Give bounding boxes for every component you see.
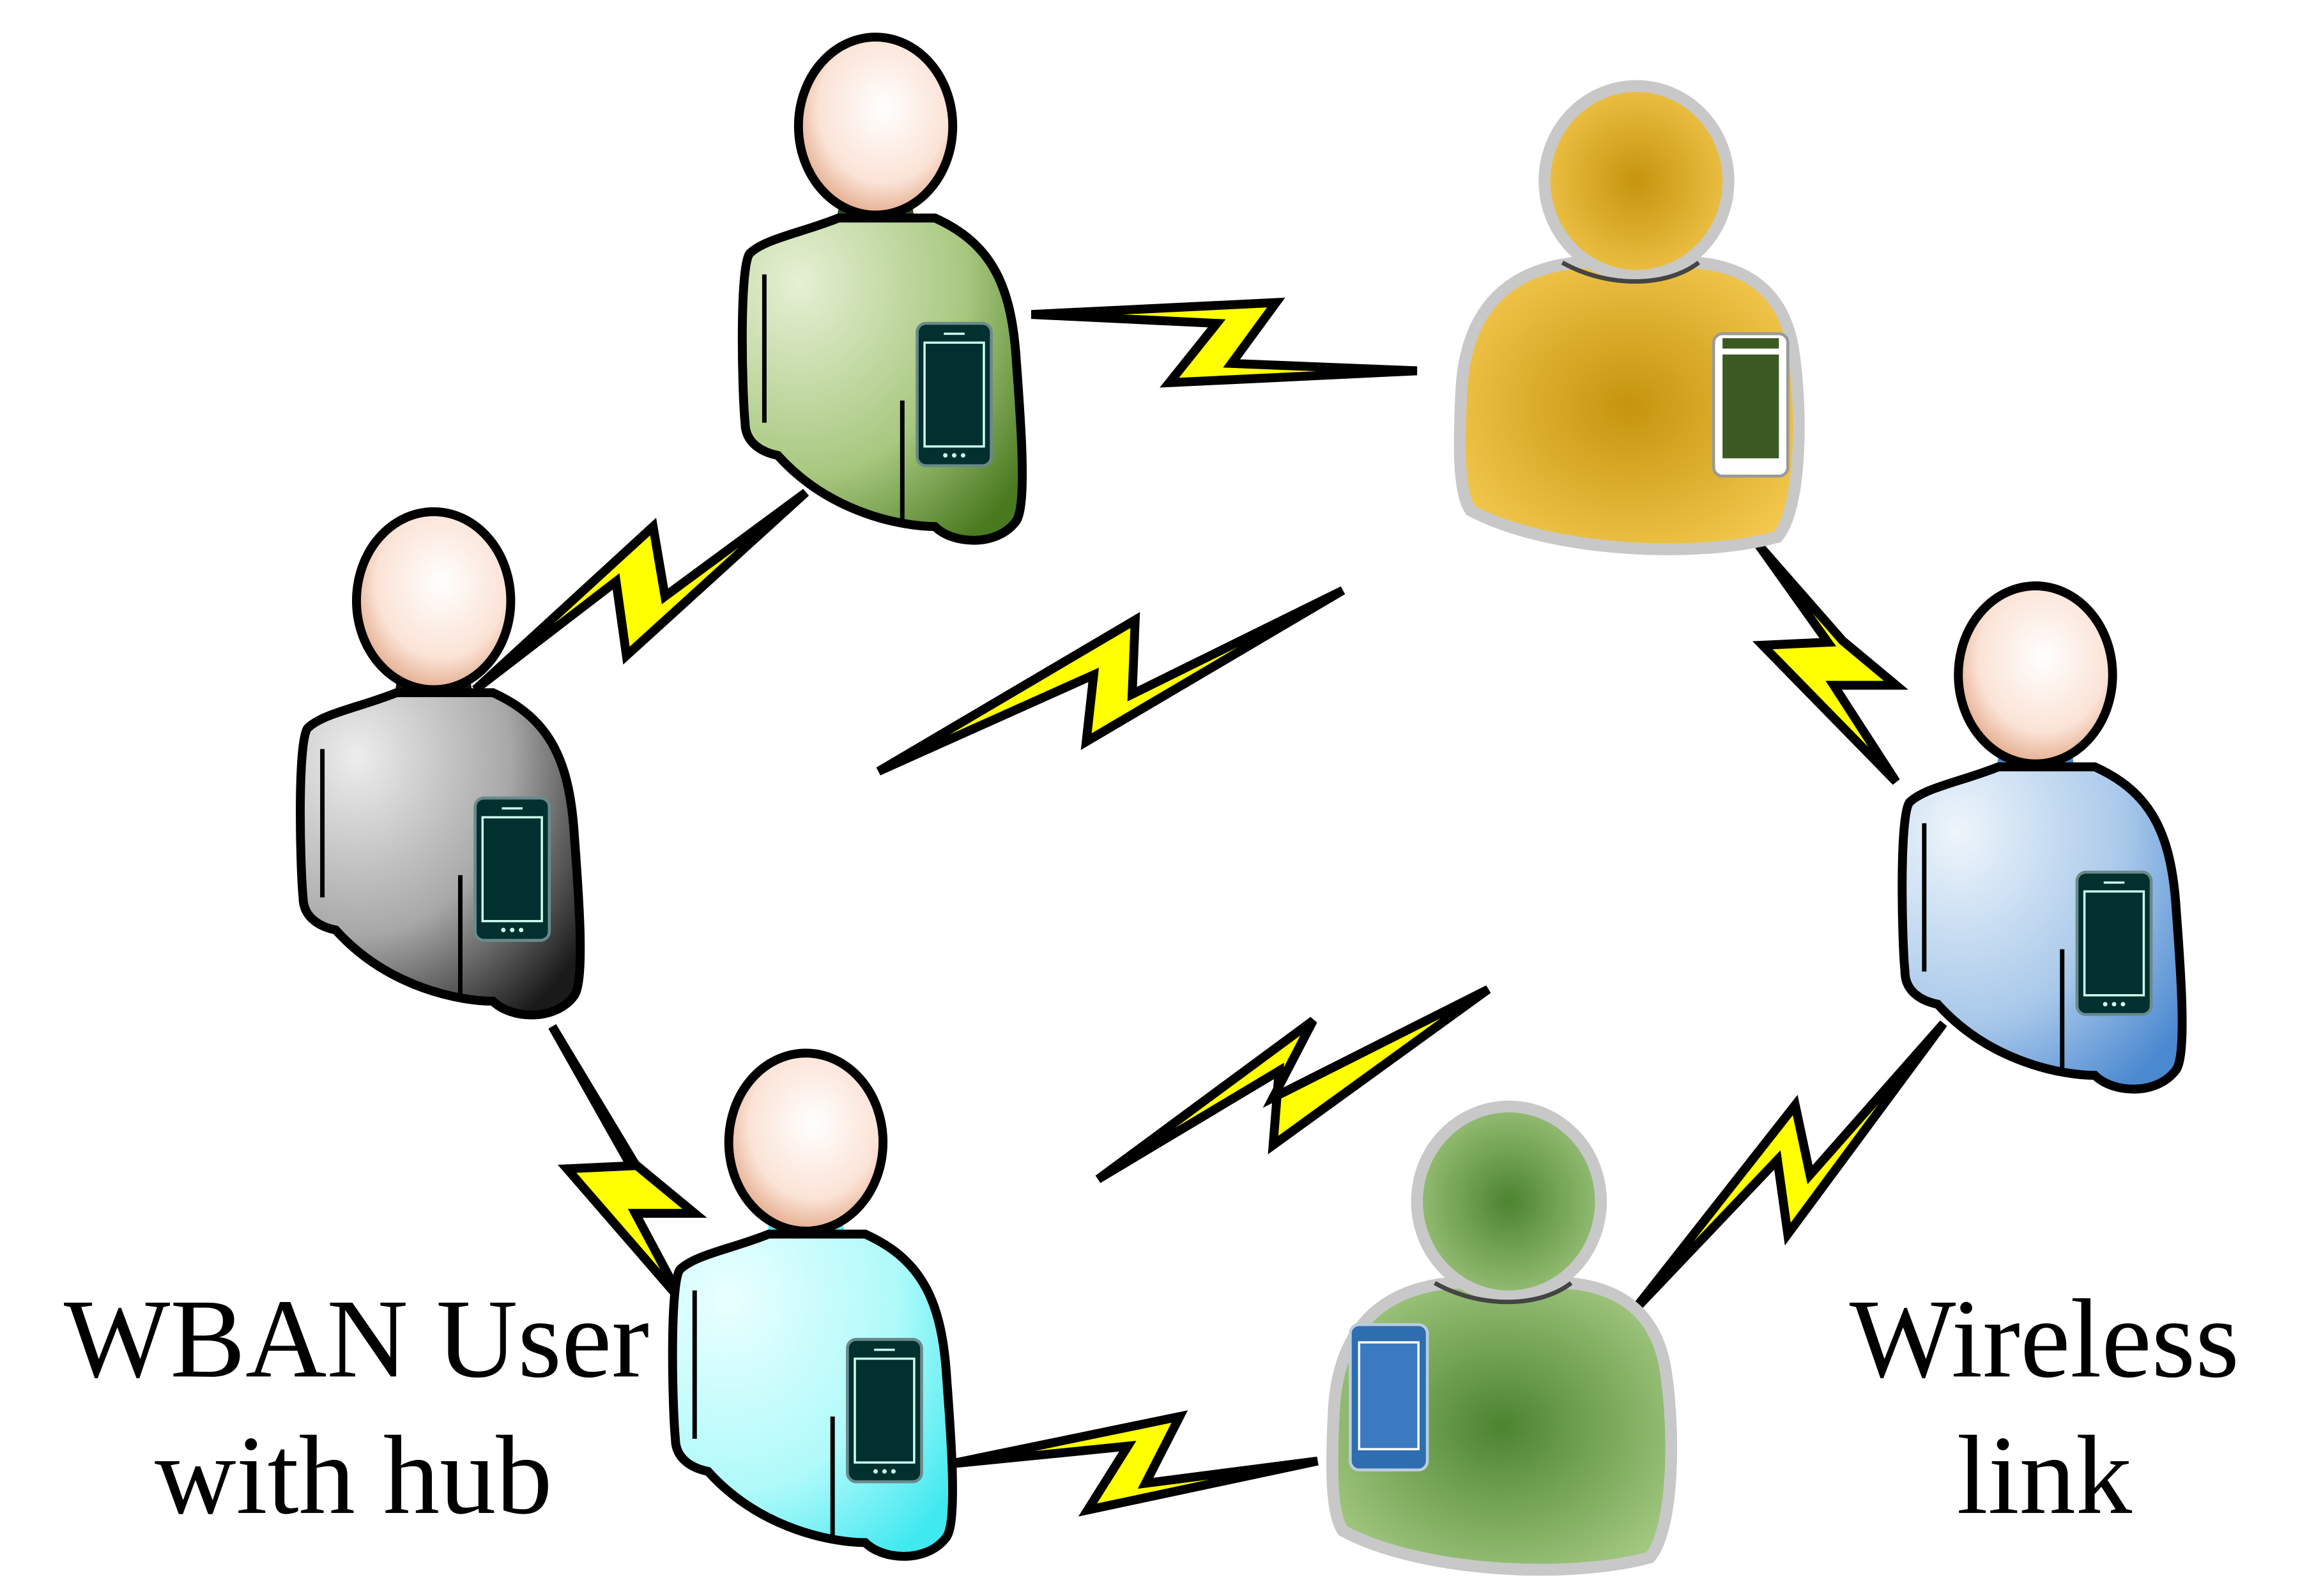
- wban-user-blue: [1902, 586, 2182, 1089]
- wireless-link-bolt: [876, 586, 1346, 776]
- wireless-link-bolt: [949, 1410, 1319, 1517]
- wireless-link-bolt: [1031, 297, 1418, 388]
- user-silhouette-green: [1332, 1107, 1671, 1570]
- wban-user-label-line2: with hub: [155, 1413, 552, 1538]
- wireless-link-bolt: [548, 1024, 707, 1305]
- wireless-link-bolt: [1752, 541, 1908, 785]
- wban-user-cyan-hub: [673, 1053, 953, 1556]
- wireless-link-bolt: [1629, 1020, 1947, 1316]
- wban-user-gray: [300, 512, 580, 1015]
- phone-icon: [1712, 332, 1790, 478]
- wireless-link-label: Wireless: [1850, 1277, 2239, 1401]
- wban-user-label: WBAN User: [64, 1277, 649, 1401]
- wireless-links: [471, 297, 1947, 1517]
- wban-user-green: [742, 37, 1022, 541]
- wireless-link-label-line2: link: [1957, 1413, 2133, 1538]
- wireless-link-bolt: [471, 489, 809, 694]
- wireless-link-bolt: [1095, 985, 1491, 1183]
- user-silhouette-yellow: [1460, 86, 1799, 549]
- phone-icon: [1349, 1323, 1429, 1471]
